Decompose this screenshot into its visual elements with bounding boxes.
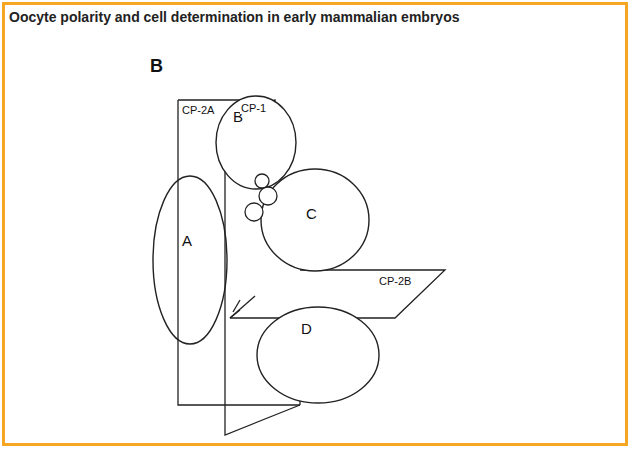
cell-outline — [152, 175, 228, 345]
figure-title: Oocyte polarity and cell determination i… — [9, 9, 459, 25]
plane-label: CP-2B — [378, 275, 412, 287]
cell-letter: A — [182, 232, 192, 249]
blastomere: A — [152, 175, 228, 345]
panel-letter: B — [150, 56, 163, 77]
cell-outline — [256, 306, 380, 404]
blastomere: C — [260, 168, 370, 272]
plane-label: CP-2A — [182, 104, 214, 116]
blastomere: D — [256, 306, 380, 404]
cell-letter: D — [301, 320, 312, 337]
cell-letter: C — [306, 205, 317, 222]
plane-label: CP-1 — [240, 102, 267, 114]
